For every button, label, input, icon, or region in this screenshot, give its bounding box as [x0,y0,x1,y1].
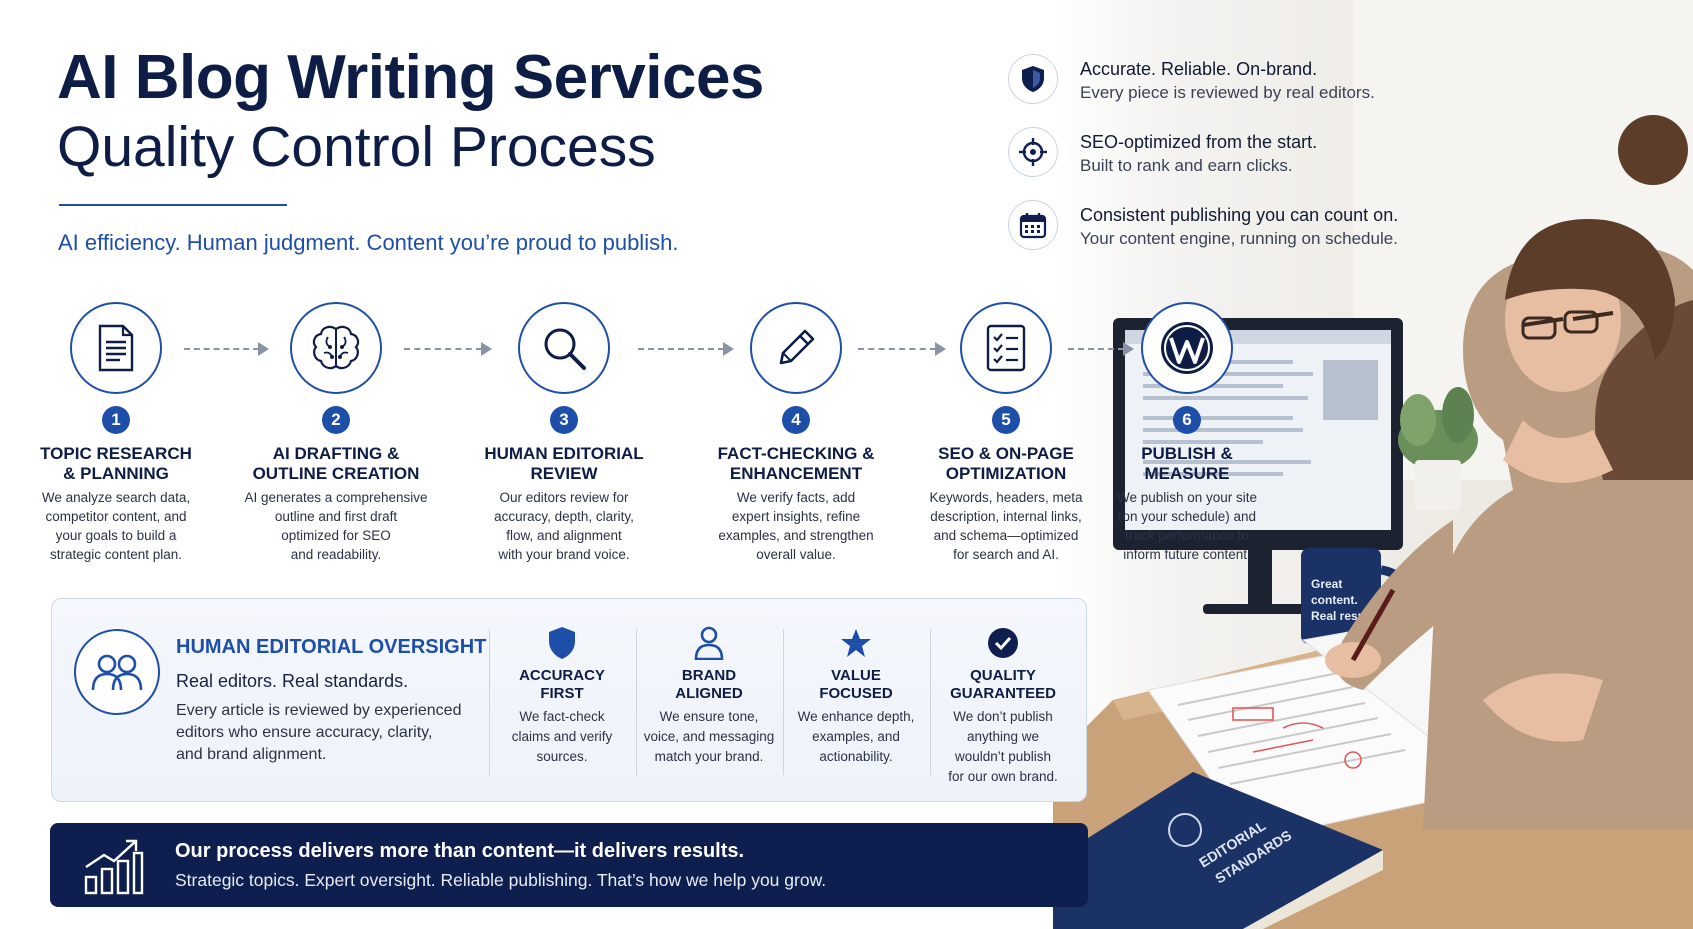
step-title: TOPIC RESEARCH& PLANNING [40,444,192,483]
arrow-icon [638,342,734,356]
wordpress-icon [1141,302,1233,394]
tagline: AI efficiency. Human judgment. Content y… [58,230,679,255]
oversight-panel: HUMAN EDITORIAL OVERSIGHT Real editors. … [51,598,1087,802]
banner-title: Our process delivers more than content—i… [175,840,745,862]
divider [636,629,637,775]
arrow-icon [404,342,492,356]
page-subtitle: Quality Control Process [57,115,656,179]
step-number: 5 [992,406,1020,434]
document-icon [70,302,162,394]
people-icon [74,629,160,715]
target-icon [1008,127,1058,177]
step-1: 1 TOPIC RESEARCH& PLANNING We analyze se… [16,302,216,564]
growth-chart-icon [84,839,144,895]
step-number: 1 [102,406,130,434]
feature-accurate: Accurate. Reliable. On-brand. Every piec… [1008,54,1478,108]
step-6: 6 PUBLISH &MEASURE We publish on your si… [1087,302,1287,564]
feature-subtitle: Built to rank and earn clicks. [1080,156,1293,175]
mug-line-1: Great [1311,577,1342,591]
editor-illustration: Great content. Real results. [1053,0,1693,929]
checklist-icon [960,302,1052,394]
oversight-title: HUMAN EDITORIAL OVERSIGHT [176,636,487,658]
pencil-icon [750,302,842,394]
editor-photo: Great content. Real results. [1053,0,1693,929]
step-2: 2 AI DRAFTING &OUTLINE CREATION AI gener… [236,302,436,564]
check-circle-icon [930,625,1076,661]
step-number: 6 [1173,406,1201,434]
person-icon [636,625,782,661]
feature-subtitle: Every piece is reviewed by real editors. [1080,83,1375,102]
brain-icon [290,302,382,394]
calendar-icon [1008,200,1058,250]
arrow-icon [858,342,946,356]
divider [930,629,931,775]
page-title: AI Blog Writing Services [57,43,764,112]
step-number: 4 [782,406,810,434]
feature-consistent: Consistent publishing you can count on. … [1008,200,1478,254]
star-icon [783,625,929,661]
divider [489,629,490,775]
feature-seo: SEO-optimized from the start. Built to r… [1008,127,1478,181]
divider [783,629,784,775]
step-number: 3 [550,406,578,434]
step-number: 2 [322,406,350,434]
shield-icon [1008,54,1058,104]
results-banner: Our process delivers more than content—i… [50,823,1088,907]
oversight-lead: Real editors. Real standards. [176,671,409,691]
step-title: FACT-CHECKING &ENHANCEMENT [717,444,875,483]
banner-subtitle: Strategic topics. Expert oversight. Reli… [175,870,827,890]
shield-icon [489,625,635,661]
step-description: We publish on your site(on your schedule… [1116,490,1258,562]
arrow-icon [184,342,269,356]
feature-title: Accurate. Reliable. On-brand. [1080,59,1318,79]
step-title: AI DRAFTING &OUTLINE CREATION [252,444,420,483]
step-4: 4 FACT-CHECKING &ENHANCEMENT We verify f… [696,302,896,564]
step-title: PUBLISH &MEASURE [1141,444,1233,483]
feature-title: Consistent publishing you can count on. [1080,205,1399,225]
step-description: We analyze search data,competitor conten… [41,490,191,562]
arrow-icon [1068,342,1134,356]
title-divider [59,204,287,206]
feature-title: SEO-optimized from the start. [1080,132,1318,152]
feature-subtitle: Your content engine, running on schedule… [1080,229,1398,248]
magnifier-icon [518,302,610,394]
mug-line-2: content. [1311,593,1358,607]
oversight-body: Every article is reviewed by experienced… [176,702,462,763]
